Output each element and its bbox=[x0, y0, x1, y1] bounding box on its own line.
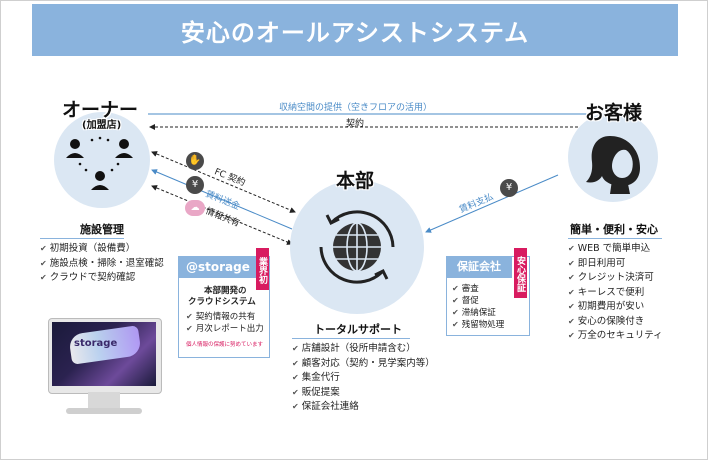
list-item: ✔月次レポート出力 bbox=[186, 324, 264, 334]
cloud-icon: ☁ bbox=[185, 200, 205, 216]
list-item: ✔顧客対応（契約・見学案内等） bbox=[292, 357, 435, 369]
owner-section: 施設管理 ✔初期投資（設備費） ✔施設点検・掃除・退室確認 ✔クラウドで契約確認 bbox=[40, 218, 164, 286]
list-item: ✔保証会社連絡 bbox=[292, 401, 359, 412]
customer-section: 簡単・便利・安心 ✔WEB で簡単申込 ✔即日利用可 ✔クレジット決済可 ✔キー… bbox=[568, 218, 688, 344]
fc-contract-arrow bbox=[151, 151, 296, 213]
hq-section-title: トータルサポート bbox=[292, 321, 410, 339]
list-item: ✔万全のセキュリティ bbox=[568, 330, 663, 341]
customer-section-title: 簡単・便利・安心 bbox=[568, 221, 662, 239]
list-item: ✔即日利用可 bbox=[568, 257, 626, 269]
rent-payment-arrow bbox=[425, 174, 559, 233]
list-item: ✔施設点検・掃除・退室確認 bbox=[40, 257, 164, 269]
list-item: ✔キーレスで便利 bbox=[568, 286, 645, 298]
list-item: ✔初期投資（設備費） bbox=[40, 243, 136, 254]
owner-circle bbox=[54, 112, 150, 208]
storage-subtitle-line2: クラウドシステム bbox=[188, 297, 256, 307]
customer-heading: お客様 bbox=[585, 102, 643, 124]
list-item: ✔クラウドで契約確認 bbox=[40, 272, 136, 283]
globe-icon bbox=[319, 210, 395, 284]
info-share-arrow bbox=[151, 185, 293, 245]
privacy-note: 個人情報の保護に努めています bbox=[186, 342, 264, 348]
list-item: ✔店舗設計（役所申請含む） bbox=[292, 343, 416, 354]
list-item: ✔安心の保険付き bbox=[568, 315, 645, 327]
space-provision-label: 収納空間の提供（空きフロアの活用） bbox=[279, 103, 433, 113]
handshake-icon: ✋ bbox=[186, 152, 204, 170]
owner-heading: オーナー bbox=[62, 99, 139, 121]
owner-list: ✔初期投資（設備費） ✔施設点検・掃除・退室確認 ✔クラウドで契約確認 bbox=[40, 242, 164, 286]
list-item: ✔集金代行 bbox=[292, 372, 340, 383]
list-item: ✔WEB で簡単申込 bbox=[568, 243, 651, 254]
yen-payment-icon: ¥ bbox=[500, 179, 518, 197]
list-item: ✔販促提案 bbox=[292, 386, 340, 398]
list-item: ✔残留物処理 bbox=[452, 320, 505, 330]
industry-first-tag: 業界初 bbox=[256, 248, 269, 290]
monitor-logo: storage bbox=[74, 338, 118, 349]
owner-subheading: (加盟店) bbox=[82, 120, 122, 131]
storage-list: ✔契約情報の共有 ✔月次レポート出力 bbox=[186, 311, 264, 335]
list-item: ✔滞納保証 bbox=[452, 308, 496, 318]
monitor-neck bbox=[88, 392, 120, 410]
customer-list: ✔WEB で簡単申込 ✔即日利用可 ✔クレジット決済可 ✔キーレスで便利 ✔初期… bbox=[568, 242, 688, 344]
guarantee-list: ✔審査 ✔督促 ✔滞納保証 ✔残留物処理 bbox=[452, 283, 504, 331]
storage-logo: @storage bbox=[178, 256, 264, 278]
title-banner: 安心のオールアシストシステム bbox=[32, 4, 678, 56]
guarantee-title: 保証会社 bbox=[446, 256, 512, 278]
safe-guarantee-tag: 安心保証 bbox=[514, 248, 527, 298]
hq-list: ✔店舗設計（役所申請含む） ✔顧客対応（契約・見学案内等） ✔集金代行 ✔販促提… bbox=[292, 342, 442, 415]
people-icon bbox=[66, 136, 133, 190]
person-face-icon bbox=[586, 136, 640, 194]
owner-section-title: 施設管理 bbox=[40, 221, 124, 239]
hq-heading: 本部 bbox=[336, 170, 375, 192]
list-item: ✔クレジット決済可 bbox=[568, 272, 654, 283]
hq-section: トータルサポート ✔店舗設計（役所申請含む） ✔顧客対応（契約・見学案内等） ✔… bbox=[292, 318, 442, 415]
storage-subtitle-line1: 本部開発の bbox=[204, 286, 247, 296]
list-item: ✔督促 bbox=[452, 296, 479, 306]
list-item: ✔初期費用が安い bbox=[568, 301, 645, 312]
list-item: ✔審査 bbox=[452, 284, 479, 294]
storage-subtitle: 本部開発の bbox=[204, 286, 247, 297]
contract-label: 契約 bbox=[346, 119, 365, 129]
page-title: 安心のオールアシストシステム bbox=[180, 18, 530, 47]
yen-icon: ¥ bbox=[186, 176, 204, 194]
monitor-stand bbox=[66, 408, 142, 414]
list-item: ✔契約情報の共有 bbox=[186, 312, 256, 322]
